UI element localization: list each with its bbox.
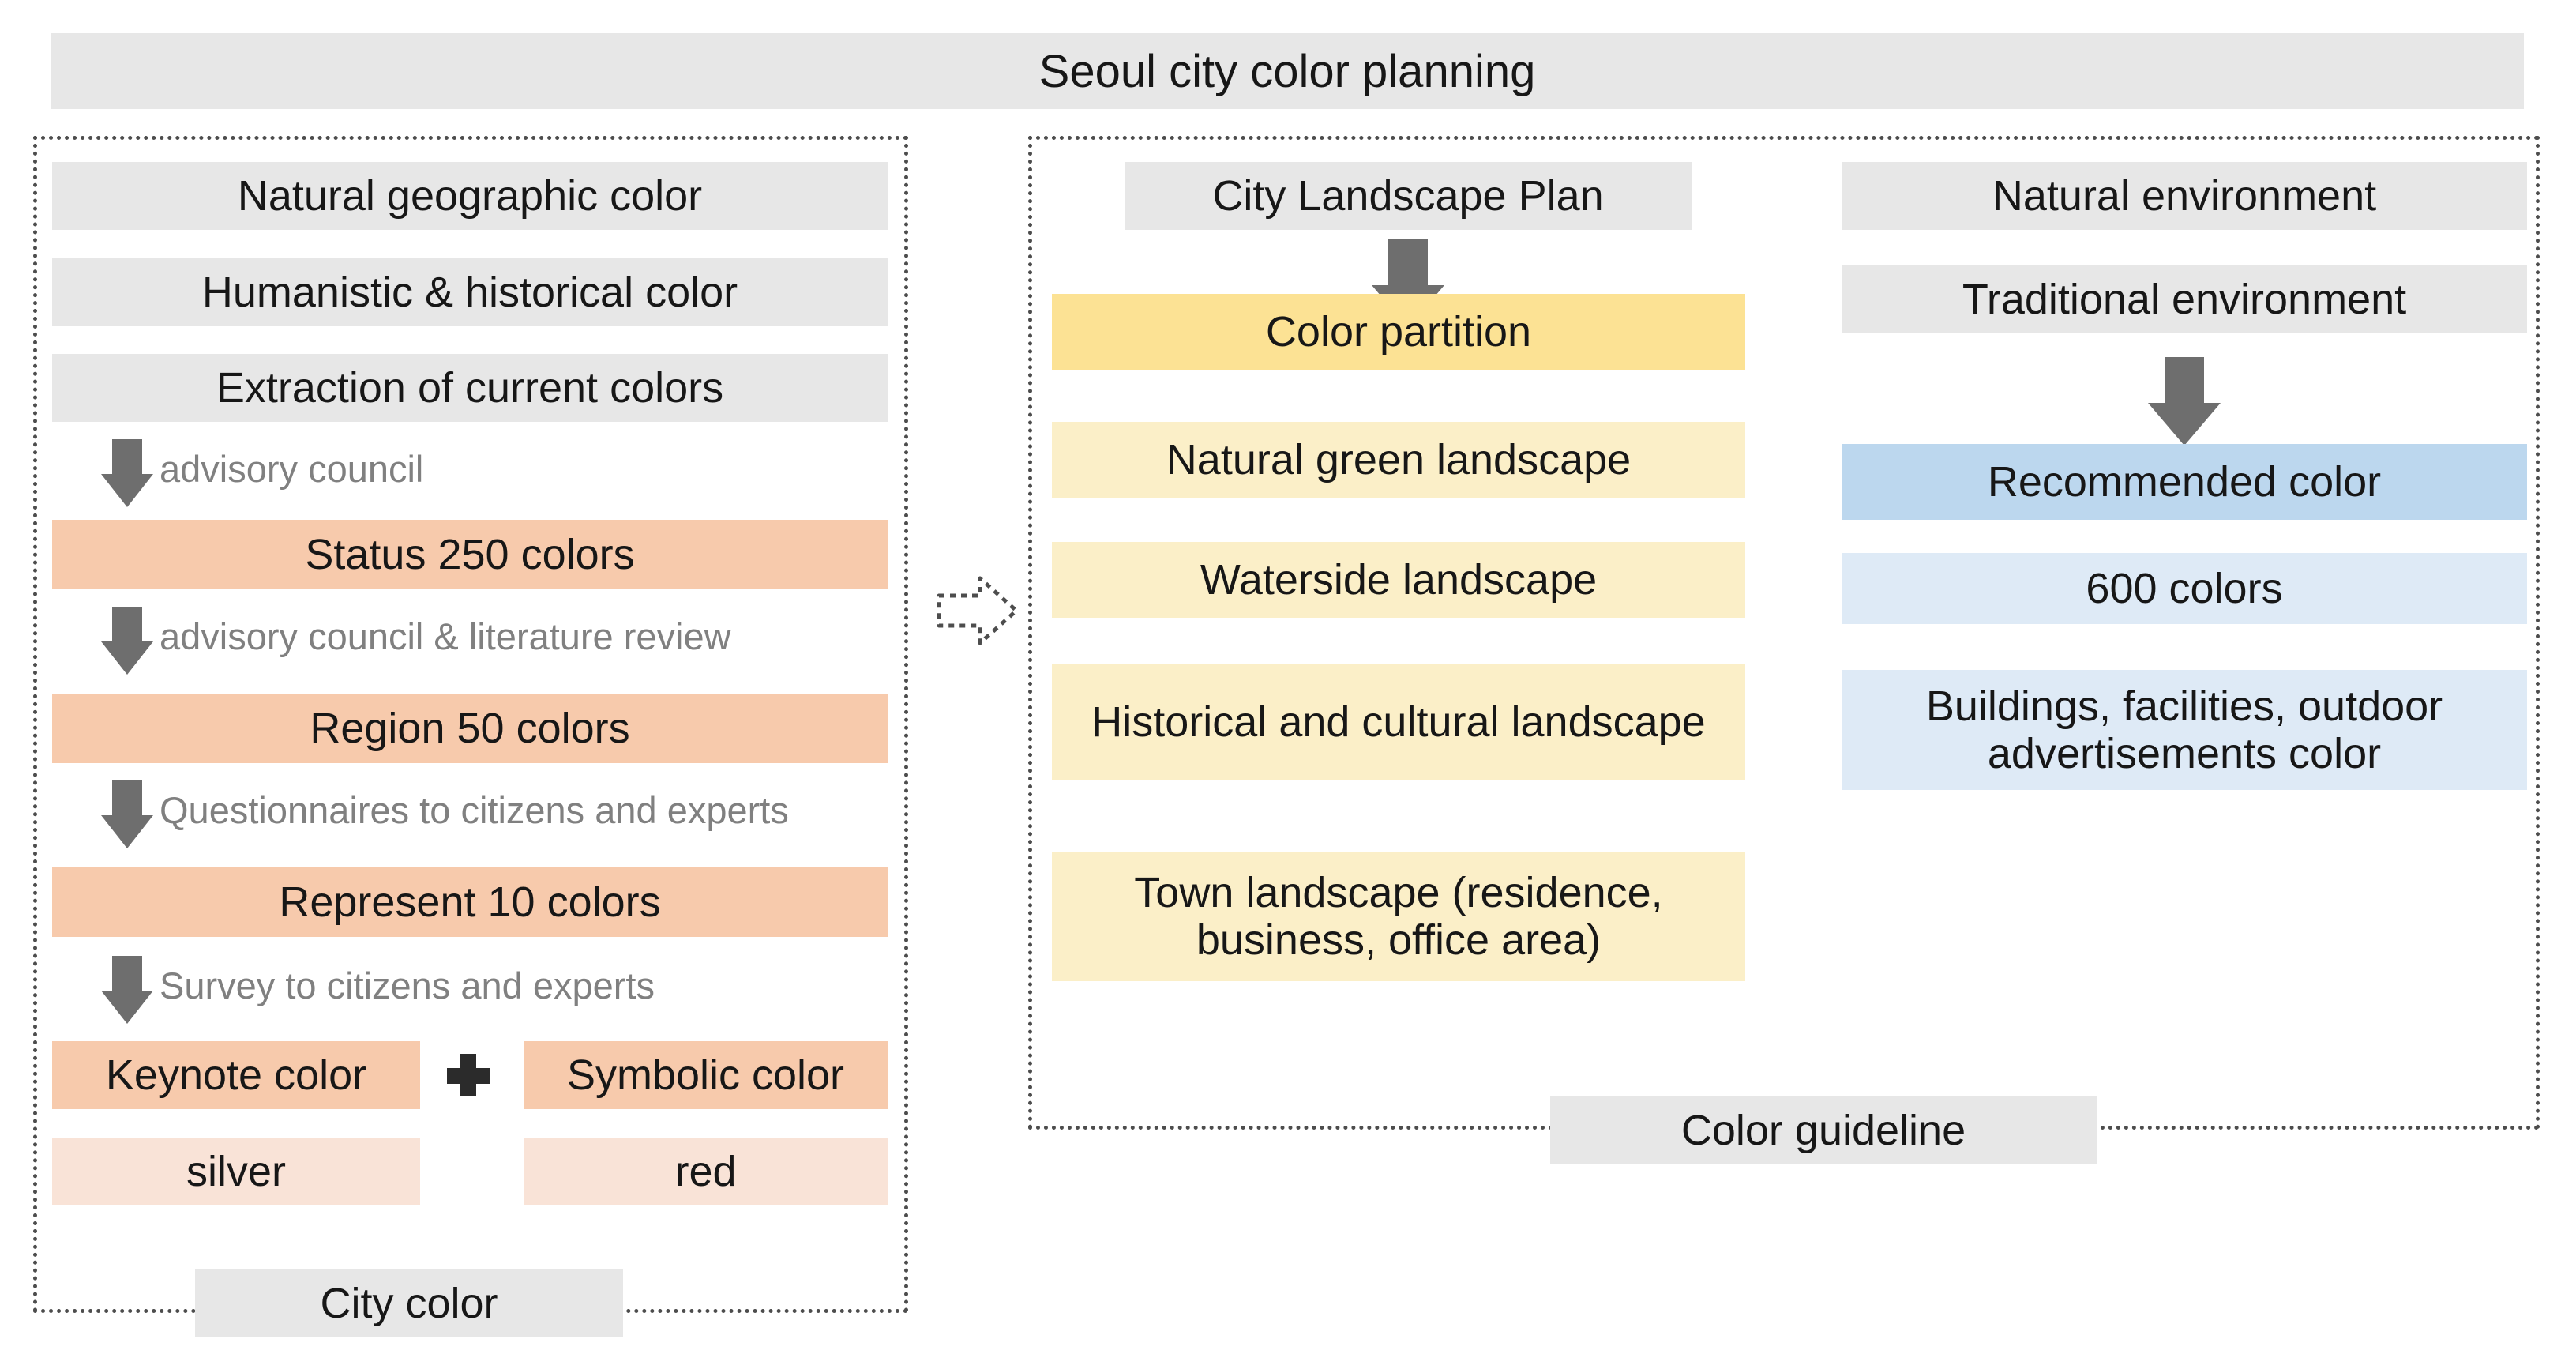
outcome-value-symbolic-red: red (524, 1138, 888, 1205)
color-count-box-600-colors: 600 colors (1842, 553, 2527, 624)
arrow-down-icon-survey (101, 956, 153, 1024)
arrow-down-icon-advisory-council-literature (101, 607, 153, 675)
result-box-represent-10-colors: Represent 10 colors (52, 867, 888, 937)
arrow-down-icon-recommended-color (2148, 357, 2221, 446)
landscape-box-town: Town landscape (residence, business, off… (1052, 852, 1745, 981)
recommended-color-box: Recommended color (1842, 444, 2527, 520)
result-box-region-50-colors: Region 50 colors (52, 694, 888, 763)
panel-footer-city-color: City color (195, 1269, 623, 1337)
input-box-humanistic-historical-color: Humanistic & historical color (52, 258, 888, 326)
outcome-box-symbolic-color: Symbolic color (524, 1041, 888, 1109)
panel-footer-color-guideline: Color guideline (1550, 1096, 2097, 1164)
environment-box-natural-environment: Natural environment (1842, 162, 2527, 230)
partition-box-color-partition: Color partition (1052, 294, 1745, 370)
step-caption-advisory-council: advisory council (160, 448, 424, 490)
environment-box-traditional-environment: Traditional environment (1842, 265, 2527, 333)
landscape-box-natural-green: Natural green landscape (1052, 422, 1745, 498)
page-title: Seoul city color planning (51, 33, 2524, 109)
step-caption-questionnaires-citizens-experts: Questionnaires to citizens and experts (160, 789, 789, 831)
plus-icon (447, 1054, 490, 1096)
source-box-city-landscape-plan: City Landscape Plan (1125, 162, 1692, 230)
input-box-extraction-current-colors: Extraction of current colors (52, 354, 888, 422)
landscape-box-waterside: Waterside landscape (1052, 542, 1745, 618)
result-box-status-250-colors: Status 250 colors (52, 520, 888, 589)
arrow-down-icon-questionnaires (101, 780, 153, 848)
input-box-natural-geographic-color: Natural geographic color (52, 162, 888, 230)
outcome-value-keynote-silver: silver (52, 1138, 420, 1205)
scope-box-buildings-facilities-outdoor: Buildings, facilities, outdoor advertise… (1842, 670, 2527, 790)
landscape-box-historical-cultural: Historical and cultural landscape (1052, 664, 1745, 780)
flow-arrow-right-icon (937, 576, 1019, 645)
step-caption-advisory-council-literature-review: advisory council & literature review (160, 615, 731, 657)
step-caption-survey-citizens-experts: Survey to citizens and experts (160, 965, 655, 1006)
outcome-box-keynote-color: Keynote color (52, 1041, 420, 1109)
arrow-down-icon-advisory-council (101, 439, 153, 507)
